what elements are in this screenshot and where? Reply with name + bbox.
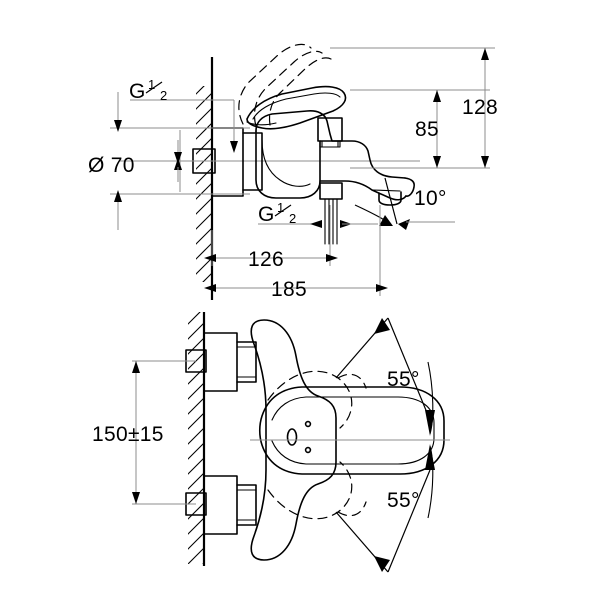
dimension-escutcheon-diameter: Ø 70 <box>88 130 250 230</box>
diverter-knob-top <box>317 117 343 148</box>
dimension-lever-angle-lower: 55° <box>335 444 435 573</box>
dimension-spout-height: 85 <box>350 89 490 169</box>
dimension-thread-upper: G 1 2 <box>110 77 250 153</box>
wall-section-bottom <box>188 312 206 566</box>
mixer-body-front <box>250 319 445 561</box>
total-depth-label: 185 <box>271 278 307 301</box>
thread-upper-denominator: 2 <box>160 88 167 103</box>
dimension-lever-angle-upper: 55° <box>335 317 435 436</box>
dimension-total-height: 128 <box>330 47 498 168</box>
dimension-spout-angle: 10° <box>354 177 455 230</box>
thread-lower-denominator: 2 <box>289 211 296 226</box>
inlet-connector-upper-bottom <box>185 332 257 392</box>
inlet-connector-lower-bottom <box>185 475 257 535</box>
dimension-thread-lower: G 1 2 <box>258 200 378 228</box>
wall-hatch-bottom <box>188 312 204 564</box>
side-elevation-view: G 1 2 Ø 70 G 1 2 <box>88 43 498 301</box>
escutcheon-top <box>211 127 263 197</box>
mixer-body-top <box>255 110 415 206</box>
lever-angle-upper-label: 55° <box>387 368 420 391</box>
dimension-inlet-spacing: 150±15 <box>92 360 196 505</box>
inlet-spacing-label: 150±15 <box>92 423 164 446</box>
total-height-label: 128 <box>462 96 498 119</box>
thread-upper-label: G <box>129 80 146 103</box>
lever-angle-lower-label: 55° <box>387 489 420 512</box>
dimension-total-depth: 185 <box>204 205 388 301</box>
thread-lower-numerator: 1 <box>277 200 284 215</box>
thread-lower-label: G <box>258 203 275 226</box>
shower-outlet-top <box>319 182 343 245</box>
escutcheon-diameter-label: Ø 70 <box>88 154 135 177</box>
lever-ghost-positions-front <box>267 370 367 520</box>
front-elevation-view: 150±15 55° 55° <box>92 312 450 573</box>
dimension-body-depth: 126 <box>204 205 338 271</box>
spout-angle-label: 10° <box>414 187 447 210</box>
body-depth-label: 126 <box>248 248 284 271</box>
lever-handle-open-ghost <box>238 43 332 127</box>
spout-height-label: 85 <box>415 118 439 141</box>
lever-handle-top <box>246 85 347 130</box>
wall-hatch-top <box>196 86 212 282</box>
thread-upper-numerator: 1 <box>148 77 155 92</box>
